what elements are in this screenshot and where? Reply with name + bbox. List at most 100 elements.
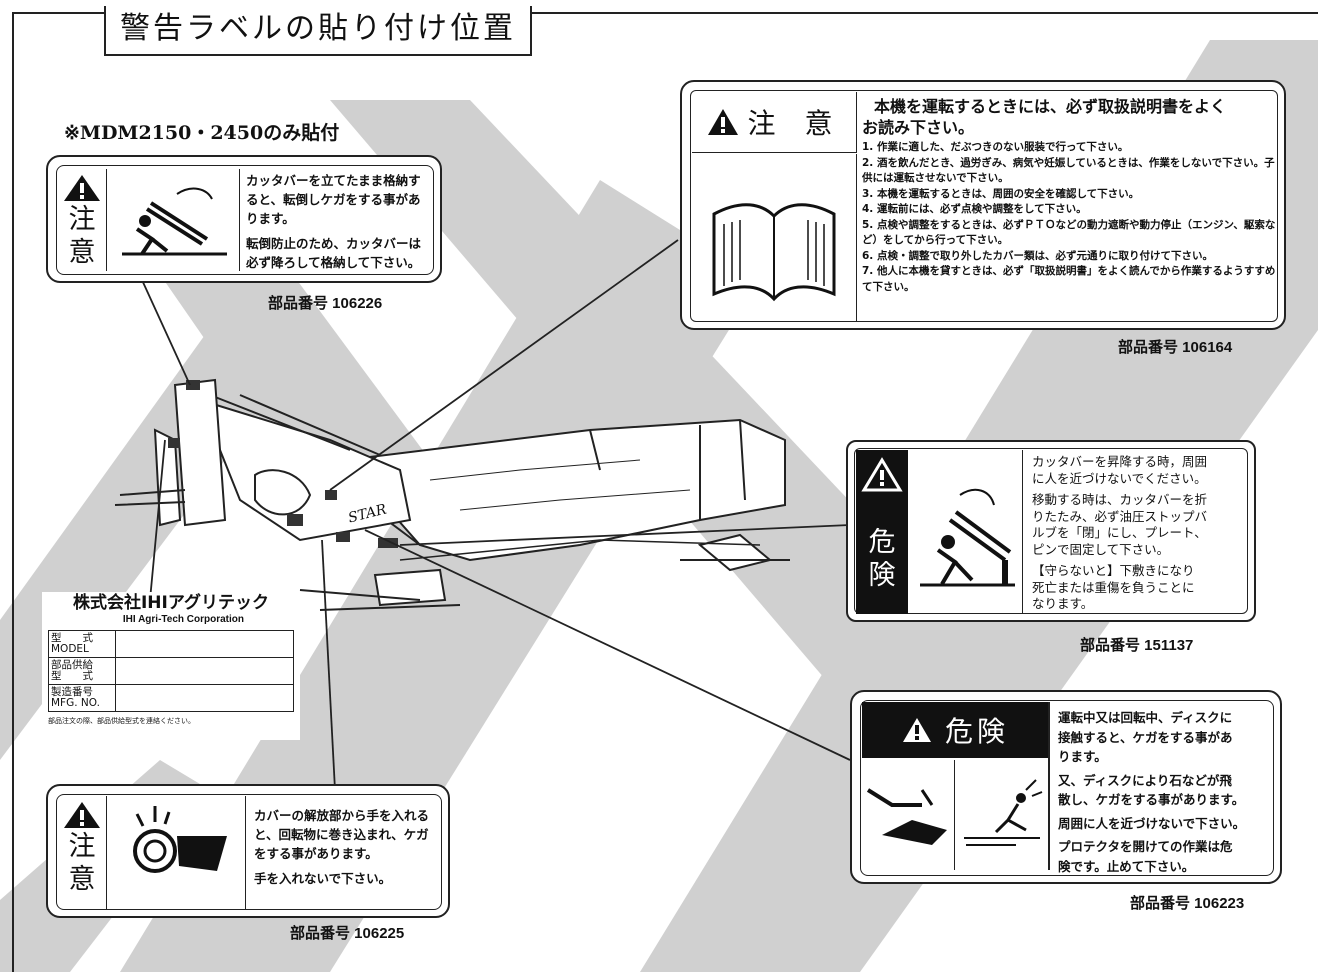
instruction-item: 3. 本機を運転するときは、周囲の安全を確認して下さい。 xyxy=(862,187,1140,200)
label-inner-frame xyxy=(56,165,434,275)
label-106164-text: 本機を運転するときには、必ず取扱説明書をよく お読み下さい。 1. 作業に適した… xyxy=(862,96,1282,295)
nameplate-row: 部品供給型 式 xyxy=(49,658,293,685)
warning-triangle-icon xyxy=(64,175,100,201)
warning-triangle-icon xyxy=(64,802,100,828)
row-label-line: 型 式 xyxy=(51,670,93,682)
label-line: 必ず降ろして格納して下さい。 xyxy=(246,255,421,270)
cutterbar-crush-icon xyxy=(920,488,1015,587)
row-label-line: MODEL xyxy=(51,643,89,655)
disc-hand-icon xyxy=(866,788,947,845)
label-line: ります。 xyxy=(246,211,295,226)
label-line: 散し、ケガをする事があります。 xyxy=(1058,792,1245,807)
decal-markers xyxy=(168,380,398,548)
label-106225-text: カバーの解放部から手を入れる と、回転物に巻き込まれ、ケガ をする事があります。… xyxy=(254,806,450,888)
row-label-line: 製造番号 xyxy=(51,686,93,698)
label-inner-frame xyxy=(690,90,1278,322)
label-line: カッタバーを立てたまま格納す xyxy=(246,173,421,188)
danger-label-151137: 危 険 カッタバーを昇降する時，周囲 に人を近づけないでください。 移動する時は… xyxy=(846,440,1256,622)
open-book-icon xyxy=(712,203,836,302)
instruction-item: 4. 運転前には、必ず点検や調整をして下さい。 xyxy=(862,203,1087,215)
mower-drawing xyxy=(114,378,790,611)
fall-hazard-pictogram xyxy=(106,169,240,271)
caution-kanji-block: 注 意 xyxy=(62,173,102,269)
caution-kanji-1: 注 xyxy=(68,204,96,235)
leader-lines xyxy=(141,239,851,791)
label-line: ります。 xyxy=(1058,749,1107,764)
instruction-list: 1. 作業に適した、だぶつきのない服装で行って下さい。 2. 酒を飲んだとき、過… xyxy=(862,140,1282,295)
warning-triangle-icon xyxy=(707,109,738,135)
warning-label-106225: 注 意 カバーの解放部から手を入れる と、回転物に巻き込まれ、ケガ をする事があ… xyxy=(46,784,450,918)
label-inner-frame xyxy=(860,700,1274,876)
label-inner-frame xyxy=(56,794,442,910)
danger-kanji-block: 危 険 xyxy=(856,450,908,614)
label-line: 手を入れないで下さい。 xyxy=(254,871,392,886)
nameplate-row-value xyxy=(116,631,293,657)
nameplate-footer: 部品注文の際、部品供給型式を連絡ください。 xyxy=(48,717,195,725)
label-line: をする事があります。 xyxy=(254,846,378,861)
part-number-106225: 部品番号 106225 xyxy=(290,925,405,942)
label-106226-text: カッタバーを立てたまま格納す ると、転倒しケガをする事があ ります。 転倒防止の… xyxy=(246,171,436,272)
row-label-line: MFG. NO. xyxy=(51,697,100,709)
row-label-line: 型 式 xyxy=(51,632,93,644)
label-line: 接触すると、ケガをする事があ xyxy=(1058,729,1233,745)
label-line: 死亡または重傷を負うことに xyxy=(1032,579,1195,595)
part-number-106164: 部品番号 106164 xyxy=(1118,339,1233,356)
label-line: 又、ディスクにより石などが飛 xyxy=(1058,772,1232,788)
label-line: なります。 xyxy=(1032,596,1094,611)
danger-label-106223: 危険 運転中又は回転中、ディスクに 接触すると、ケガをする事があ ります。 又、… xyxy=(850,690,1282,884)
part-number-151137: 部品番号 151137 xyxy=(1080,637,1194,654)
instruction-item: 1. 作業に適した、だぶつきのない服装で行って下さい。 xyxy=(862,141,1129,153)
label-line: カバーの解放部から手を入れる xyxy=(254,808,430,823)
label-106223-text: 運転中又は回転中、ディスクに 接触すると、ケガをする事があ ります。 又、ディス… xyxy=(1058,708,1278,876)
entanglement-pictogram xyxy=(106,796,246,910)
instruction-item: 2. 酒を飲んだとき、過労ぎみ、病気や妊娠しているときは、作業をしないで下さい。… xyxy=(862,156,1275,185)
label-line: 周囲に人を近づけないで下さい。 xyxy=(1058,815,1246,831)
instruction-item: 6. 点検・調整で取り外したカバー類は、必ず元通りに取り付けて下さい。 xyxy=(862,249,1213,262)
caution-kanji-2: 意 xyxy=(68,864,96,895)
label-151137-text: カッタバーを昇降する時，周囲 に人を近づけないでください。 移動する時は、カッタ… xyxy=(1032,454,1252,613)
danger-header-text: 危険 xyxy=(944,715,1009,748)
danger-kanji-2: 険 xyxy=(868,560,896,591)
label-line: ルブを「閉」にし、プレート、 xyxy=(1032,525,1207,540)
crush-hazard-pictogram xyxy=(910,450,1023,614)
caution-kanji-block: 注 意 xyxy=(62,800,102,904)
label-line: 運転中又は回転中、ディスクに xyxy=(1058,710,1233,725)
rotating-drum-hand-icon xyxy=(133,806,227,873)
warning-label-106226: 注 意 カッタバーを立てたまま格納す ると、転倒しケガをする事があ ります。 転… xyxy=(46,155,442,283)
label-line: と、回転物に巻き込まれ、ケガ xyxy=(254,827,429,842)
part-number-106223: 部品番号 106223 xyxy=(1130,895,1245,912)
label-line: に人を近づけないでください。 xyxy=(1032,470,1207,486)
warning-label-106164: 注 意 本機を運転するときには、必ず取扱説明書をよく お読み下さい。 1. 作業… xyxy=(680,80,1286,330)
part-number-106226: 部品番号 106226 xyxy=(268,295,383,312)
danger-kanji-1: 危 xyxy=(868,527,896,558)
warning-triangle-icon xyxy=(861,457,903,492)
falling-cutterbar-icon xyxy=(122,187,227,256)
page-frame: 警告ラベルの貼り付け位置 xyxy=(12,6,1318,972)
flying-stone-pictogram xyxy=(956,760,1048,870)
instruction-item: 7. 他人に本機を貸すときは、必ず「取扱説明書」をよく読んでから作業するようすす… xyxy=(862,265,1276,293)
label-line: りたたみ、必ず油圧ストップバ xyxy=(1032,508,1208,524)
label-line: 転倒防止のため、カッタバーは xyxy=(246,236,422,251)
warning-triangle-icon xyxy=(902,718,931,742)
label-line: 険です。止めて下さい。 xyxy=(1058,858,1195,874)
lead-line: お読み下さい。 xyxy=(862,118,975,137)
row-label-line: 部品供給 xyxy=(51,659,93,671)
lead-line: 本機を運転するときには、必ず取扱説明書をよく xyxy=(874,97,1227,116)
label-line: ると、転倒しケガをする事があ xyxy=(246,192,421,207)
nameplate-row-value xyxy=(116,658,293,684)
disc-contact-pictogram xyxy=(862,760,955,870)
manual-pictogram xyxy=(692,154,857,322)
thrown-object-icon xyxy=(964,779,1043,846)
label-line: ピンで固定して下さい。 xyxy=(1032,541,1170,557)
divider xyxy=(1048,702,1050,870)
danger-header: 危険 xyxy=(862,702,1048,758)
caution-header-text: 注 意 xyxy=(747,107,843,140)
page-title: 警告ラベルの貼り付け位置 xyxy=(104,6,532,56)
nameplate-company: 株式会社IHIアグリテック xyxy=(72,593,270,613)
label-line: プロテクタを開けての作業は危 xyxy=(1058,839,1233,854)
